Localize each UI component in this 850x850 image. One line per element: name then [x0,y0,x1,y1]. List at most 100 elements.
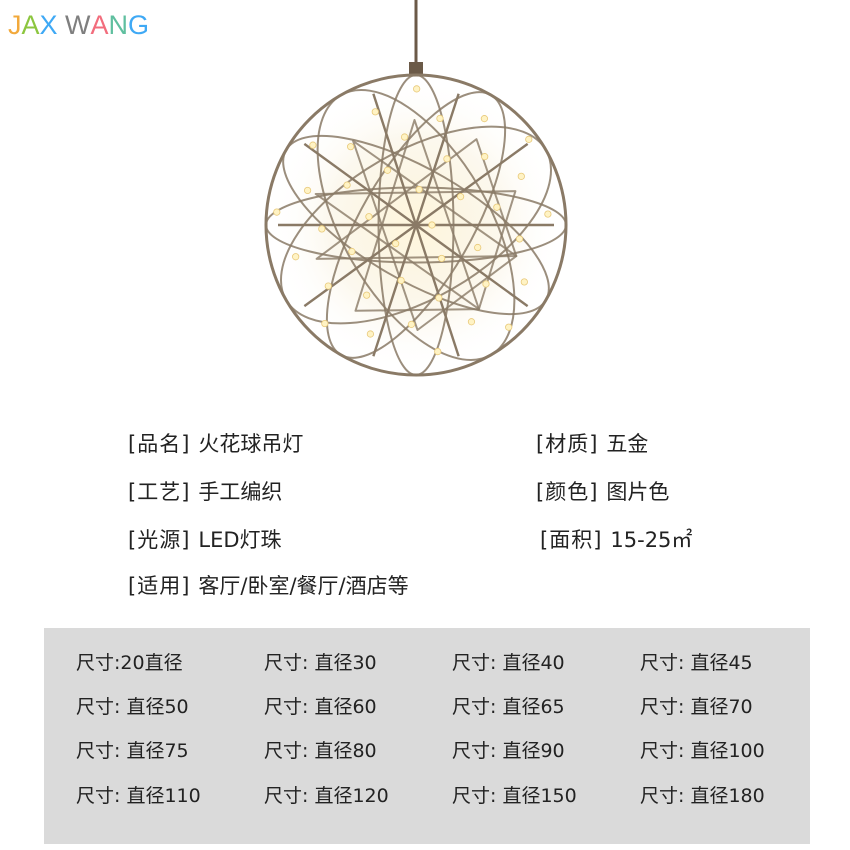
bulb [428,221,436,229]
size-option: 尺寸: 直径45 [640,652,753,674]
spec-color-value: 图片色 [606,480,670,504]
bulb [383,166,392,174]
cage-band [282,134,550,316]
size-option: 尺寸: 直径70 [640,696,753,718]
spec-usage-value: 客厅/卧室/餐厅/酒店等 [198,574,409,598]
bulb [456,193,465,201]
bulb [434,347,442,356]
spec-light-source: [光源]LED灯珠 [128,526,282,554]
spec-light-source-value: LED灯珠 [198,528,282,552]
bulb [525,135,533,143]
cage-band [265,186,567,264]
bulb [371,108,379,116]
logo-letter: X [39,10,58,40]
spec-material-value: 五金 [606,432,649,456]
spec-material: [材质] 五金 [536,430,648,458]
logo-letter: N [108,10,129,40]
spec-craft-value: 手工编织 [198,480,283,504]
spec-name-label: [品名] [128,432,191,456]
size-option: 尺寸: 直径150 [452,785,577,807]
cage-spoke [415,224,529,308]
bulb [520,278,528,286]
cage-facet [314,190,517,311]
bulb [467,318,476,326]
spec-usage: [适用] 客厅/卧室/餐厅/酒店等 [128,572,409,600]
size-option: 尺寸: 直径180 [640,785,765,807]
sphere-pendant-lamp-icon [264,0,568,377]
bulb [515,235,524,243]
logo-letter: J [8,10,22,40]
bulb [397,276,405,285]
cage-spoke [414,93,460,226]
bulb [481,153,489,161]
spec-name: [品名] 火花球吊灯 [128,430,303,458]
bulb [482,280,490,288]
size-option: 尺寸: 直径100 [640,740,765,762]
bulb [505,323,513,331]
cage-spoke [303,224,417,308]
size-option: 尺寸: 直径60 [264,696,377,718]
logo-letter: G [128,10,150,40]
bulb [436,114,444,123]
cage-facet [354,119,480,312]
size-option: 尺寸: 直径110 [76,785,201,807]
bulb [480,115,488,123]
lamp-bulbs [273,85,552,356]
cage-band [279,125,553,325]
cage-band [316,88,516,362]
spec-material-label: [材质] [536,432,599,456]
bulb [474,243,482,252]
bulb [318,225,326,233]
spec-area: [面积] 15-25㎡ [540,526,692,554]
size-option: 尺寸: 直径120 [264,785,389,807]
bulb [493,203,501,211]
cage-facet [352,139,518,331]
spec-area-value: 15-25㎡ [610,528,693,552]
spec-name-value: 火花球吊灯 [198,432,304,456]
bulb [321,319,329,328]
bulb [435,294,443,302]
cage-spoke [414,224,460,357]
cage-spoke [415,142,529,226]
spec-craft-label: [工艺] [128,480,191,504]
bulb [309,141,317,149]
bulb [348,247,356,256]
size-option: 尺寸: 直径30 [264,652,377,674]
bulb [324,282,332,290]
logo-letter: W [65,10,91,40]
cage-spoke [372,224,418,357]
size-option: 尺寸: 直径40 [452,652,565,674]
bulb [366,330,374,338]
cage-band [325,91,507,359]
bulb [413,85,421,93]
bulb [365,213,373,221]
bulb [438,254,446,263]
logo-letter: A [21,10,40,40]
cage-spoke [303,142,417,226]
size-option: 尺寸: 直径65 [452,696,565,718]
bulb [363,291,371,299]
cage-facet [315,138,518,260]
bulb [517,172,525,180]
bulb [304,186,312,195]
bulb [343,181,351,189]
bulb [347,143,355,151]
spec-usage-label: [适用] [128,574,191,598]
size-option: 尺寸: 直径80 [264,740,377,762]
spec-area-label: [面积] [540,528,603,552]
size-option: 尺寸: 直径50 [76,696,189,718]
size-option: 尺寸:20直径 [76,652,183,674]
bulb [407,320,416,328]
spec-color-label: [颜色] [536,480,599,504]
bulb [392,240,400,248]
size-options-panel: 尺寸:20直径 尺寸: 直径30 尺寸: 直径40 尺寸: 直径45 尺寸: 直… [44,628,810,844]
lamp-cage [264,73,568,377]
spec-color: [颜色] 图片色 [536,478,669,506]
bulb [544,210,552,218]
bulb [443,155,451,163]
bulb [273,208,281,216]
bulb [415,185,423,194]
logo-letter: A [90,10,109,40]
bulb [292,253,300,261]
lamp-cap [409,62,423,76]
